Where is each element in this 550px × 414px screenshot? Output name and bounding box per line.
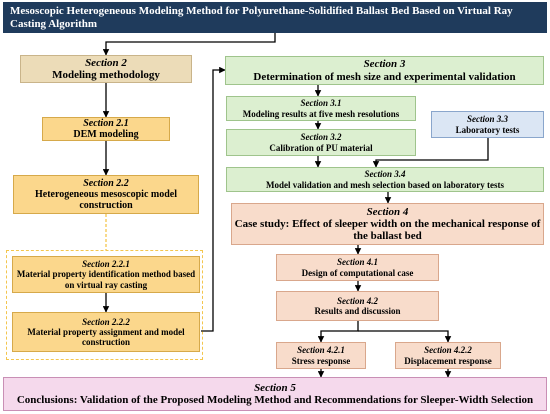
arrow-s42-to-s421 — [317, 321, 359, 343]
section-3-4-title: Model validation and mesh selection base… — [265, 179, 504, 190]
section-2-2-2-label: Section 2.2.2 — [82, 316, 130, 327]
section-2-2-box: Section 2.2 Heterogeneous mesoscopic mod… — [13, 175, 199, 214]
arrow-title-to-s2 — [102, 33, 276, 56]
section-2-2-subgroup — [6, 250, 203, 360]
section-3-label: Section 3 — [363, 58, 406, 71]
section-5-title: Conclusions: Validation of the Proposed … — [16, 394, 534, 406]
section-2-1-title: DEM modeling — [73, 129, 139, 140]
section-3-box: Section 3 Determination of mesh size and… — [225, 56, 544, 85]
section-4-2-2-title: Displacement response — [404, 355, 492, 366]
section-3-3-label: Section 3.3 — [466, 114, 508, 125]
section-2-2-1-label: Section 2.2.1 — [82, 259, 130, 270]
section-4-1-title: Design of computational case — [301, 267, 414, 278]
section-2-title: Modeling methodology — [52, 69, 160, 81]
section-2-2-label: Section 2.2 — [83, 177, 129, 189]
section-3-4-box: Section 3.4 Model validation and mesh se… — [226, 167, 544, 192]
section-4-2-1-box: Section 4.2.1 Stress response — [276, 342, 366, 369]
section-4-2-title: Results and discussion — [314, 306, 401, 316]
arrow-s33-to-s34 — [372, 138, 489, 168]
section-3-2-title: Calibration of PU material — [269, 142, 373, 153]
section-4-label: Section 4 — [366, 205, 409, 218]
section-4-1-box: Section 4.1 Design of computational case — [276, 254, 439, 281]
section-3-3-title: Laboratory tests — [455, 124, 520, 135]
section-3-2-label: Section 3.2 — [300, 132, 342, 143]
diagram-title-text: Mesoscopic Heterogeneous Modeling Method… — [10, 5, 513, 30]
section-4-2-2-box: Section 4.2.2 Displacement response — [395, 342, 501, 369]
section-4-box: Section 4 Case study: Effect of sleeper … — [231, 203, 544, 245]
section-3-4-label: Section 3.4 — [364, 169, 406, 180]
section-2-label: Section 2 — [85, 56, 127, 69]
section-4-2-box: Section 4.2 Results and discussion — [276, 291, 439, 321]
section-4-title: Case study: Effect of sleeper width on t… — [234, 217, 541, 243]
section-2-2-1-box: Section 2.2.1 Material property identifi… — [12, 256, 200, 293]
arrow-s42-to-s422 — [358, 330, 452, 343]
section-2-1-label: Section 2.1 — [83, 117, 129, 129]
section-4-2-2-label: Section 4.2.2 — [424, 345, 472, 356]
section-4-2-label: Section 4.2 — [336, 295, 378, 306]
section-4-1-label: Section 4.1 — [336, 257, 378, 268]
section-3-title: Determination of mesh size and experimen… — [253, 70, 516, 83]
section-2-2-title: Heterogeneous mesoscopic model construct… — [34, 188, 177, 212]
section-3-1-title: Modeling results at five mesh resolution… — [242, 108, 400, 119]
section-2-2-2-title: Material property assignment and model c… — [27, 326, 185, 348]
section-2-2-2-box: Section 2.2.2 Material property assignme… — [12, 312, 200, 352]
section-3-2-box: Section 3.2 Calibration of PU material — [226, 129, 416, 156]
section-2-2-1-title: Material property identification method … — [16, 269, 196, 290]
diagram-title: Mesoscopic Heterogeneous Modeling Method… — [3, 2, 547, 33]
section-5-box: Section 5 Conclusions: Validation of the… — [3, 377, 547, 411]
section-4-2-1-title: Stress response — [291, 355, 351, 366]
section-2-box: Section 2 Modeling methodology — [20, 55, 192, 83]
section-3-3-box: Section 3.3 Laboratory tests — [431, 111, 544, 138]
section-2-1-box: Section 2.1 DEM modeling — [42, 117, 170, 141]
arrow-s222-to-s3 — [201, 66, 226, 332]
section-4-2-1-label: Section 4.2.1 — [297, 345, 345, 356]
section-3-1-label: Section 3.1 — [300, 98, 342, 109]
section-5-label: Section 5 — [254, 381, 296, 394]
section-3-1-box: Section 3.1 Modeling results at five mes… — [226, 96, 416, 121]
